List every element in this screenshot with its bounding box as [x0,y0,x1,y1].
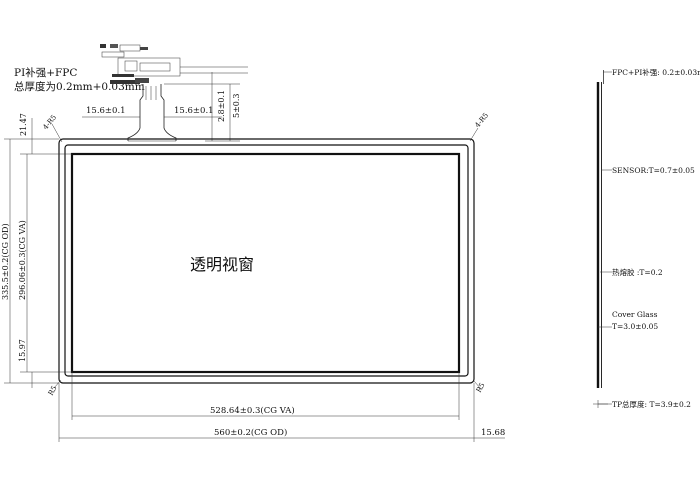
fpc-connector [100,44,248,142]
fpc-vertical-dimensions [164,72,240,142]
fpc-left-dim-label: 15.6±0.1 [86,106,126,116]
top-offset-label: 21.47 [19,113,28,136]
viewing-area-outline [64,144,469,377]
pi-stiffener-note: PI补强+FPC [14,66,77,79]
window-label: 透明视窗 [190,255,254,274]
cover-glass-title: Cover Glass [612,310,658,319]
left-dimensions [4,118,72,388]
bottom-dimensions [58,372,505,442]
height-od-label: 335.5±0.2(CG OD) [1,223,10,300]
oca-thickness-label: 热熔胶 :T=0.2 [612,267,663,277]
corner-tr-label: 4-R5 [473,111,490,129]
width-va-label: 528.64±0.3(CG VA) [210,405,295,416]
cover-glass-thickness-label: T=3.0±0.05 [612,322,658,331]
dim-v1-label: 2.8±0.1 [217,90,226,122]
tp-total-thickness-label: TP总厚度: T=3.9±0.2 [612,399,691,409]
height-va-label: 296.06±0.3(CG VA) [18,220,27,300]
dim-v2-label: 5±0.3 [232,93,241,118]
cover-glass-outline [58,138,475,384]
corner-tl-label: 4-R5 [41,113,58,131]
stackup-side-view [593,70,612,408]
corner-bl-label: R5 [47,385,59,397]
corner-br-label: R5 [475,382,487,394]
width-od-label: 560±0.2(CG OD) [214,427,287,438]
fpc-right-dim-label: 15.6±0.1 [174,106,214,116]
right-offset-label: 15.68 [481,428,505,438]
fpc-pi-thickness-label: FPC+PI补强: 0.2±0.03mm [612,67,700,77]
active-area-outline [70,152,461,374]
bottom-offset-label: 15.97 [18,339,27,362]
sensor-thickness-label: SENSOR:T=0.7±0.05 [612,166,695,175]
